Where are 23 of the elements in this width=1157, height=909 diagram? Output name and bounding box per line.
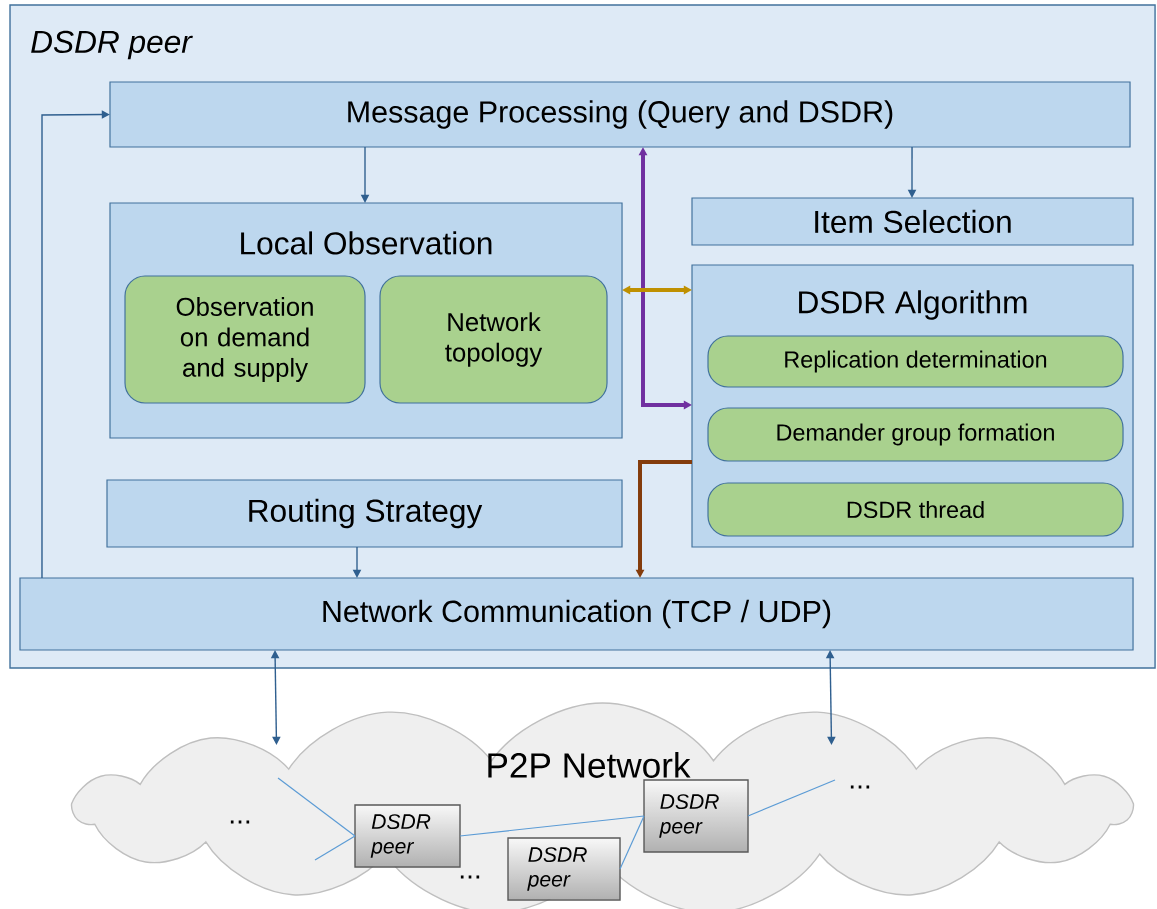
ellipsis-text: ... — [460, 875, 480, 879]
ellipsis-text: ... — [850, 785, 870, 789]
ellipsis-text: ... — [230, 820, 250, 824]
module-box: Network Communication (TCP / UDP) — [19, 577, 1134, 651]
connector-line — [314, 835, 356, 861]
peer-box: DSDR peer — [507, 837, 621, 901]
connector-line — [459, 815, 645, 837]
module-box: Routing Strategy — [106, 479, 623, 548]
module-box: Message Processing (Query and DSDR) — [109, 81, 1131, 148]
component-box: DSDR thread — [707, 482, 1124, 537]
arrow — [825, 650, 836, 745]
connector-line — [747, 779, 836, 817]
arrow — [270, 650, 281, 745]
module-box: Item Selection — [691, 197, 1134, 246]
component-box: Demander group formation — [707, 407, 1124, 462]
component-box: Network topology — [379, 275, 608, 404]
connector-line — [619, 815, 645, 870]
component-box: Observation on demand and supply — [124, 275, 366, 404]
component-box: Replication determination — [707, 335, 1124, 388]
peer-box: DSDR peer — [643, 779, 749, 853]
connector-line — [277, 777, 356, 837]
arrow — [41, 110, 110, 579]
peer-box: DSDR peer — [354, 804, 461, 868]
